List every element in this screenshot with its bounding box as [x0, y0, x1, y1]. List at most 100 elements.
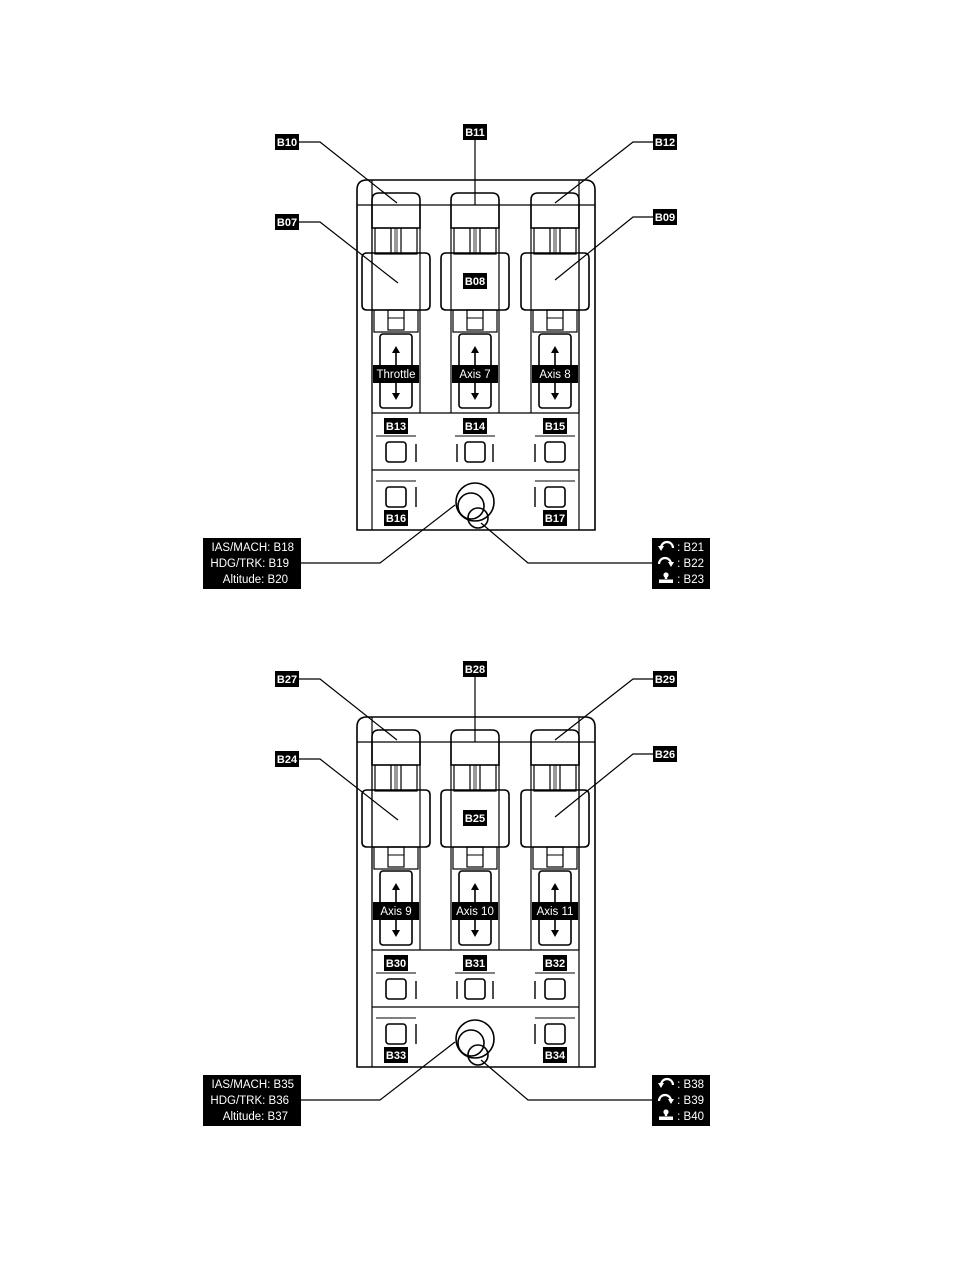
push-button	[544, 441, 566, 463]
axis-label-text: Axis 10	[456, 906, 494, 918]
box-line: : B21	[677, 542, 704, 554]
tag-box	[653, 671, 677, 687]
button-tag: B33	[384, 1047, 408, 1063]
tag-label: B11	[465, 127, 485, 139]
rotate-cw-icon	[657, 1093, 674, 1104]
lever-3: Axis 8	[520, 192, 590, 413]
tag-box	[275, 214, 299, 230]
axis-label: Axis 9	[373, 902, 419, 920]
button-tag: B32	[543, 955, 567, 971]
leader-line	[299, 221, 399, 284]
button-tag: B10	[275, 134, 299, 150]
button-tag: B31	[463, 955, 487, 971]
lever-handle	[440, 789, 510, 848]
button-row2-1: B16	[376, 480, 417, 526]
lever-2: Axis 10	[440, 729, 510, 950]
push-button	[385, 1023, 407, 1045]
tag-box	[384, 510, 408, 526]
leader-line	[554, 141, 653, 204]
tag-label: B33	[386, 1050, 406, 1062]
button-tag: B26	[653, 746, 677, 762]
button-row2-2: B34	[534, 1017, 575, 1063]
button-tag: B30	[384, 955, 408, 971]
tag-label: B29	[655, 674, 675, 686]
leader-line	[299, 758, 399, 821]
leader-line	[299, 678, 398, 741]
leader-line	[554, 216, 653, 281]
button-row2-1: B33	[376, 1017, 417, 1063]
lever-top-cap	[371, 729, 421, 766]
axis-label: Axis 10	[452, 902, 498, 920]
button-tag: B14	[463, 418, 487, 434]
box-line: Altitude: B37	[223, 1111, 288, 1123]
knob-action-box: : B21: B22: B23	[652, 538, 710, 589]
axis-label: Axis 8	[532, 365, 578, 383]
tag-box	[653, 209, 677, 225]
tag-label: B27	[277, 674, 297, 686]
tag-label: B13	[386, 421, 406, 433]
box-line: IAS/MACH: B18	[212, 542, 294, 554]
leader-line	[480, 1059, 652, 1101]
push-button	[464, 441, 486, 463]
leader-line	[480, 522, 652, 564]
leader-line	[301, 1041, 456, 1101]
axis-label-text: Throttle	[377, 369, 416, 381]
button-tag: B12	[653, 134, 677, 150]
tag-box	[384, 1047, 408, 1063]
tag-box	[463, 418, 487, 434]
tag-label: B32	[545, 958, 565, 970]
tag-label: B26	[655, 749, 675, 761]
axis-label: Throttle	[373, 365, 419, 383]
lever-handle	[361, 789, 431, 848]
box-line: : B39	[677, 1095, 704, 1107]
box-line: : B40	[677, 1111, 704, 1123]
tag-box	[543, 510, 567, 526]
tag-label: B30	[386, 958, 406, 970]
lever-1: Axis 9	[361, 729, 431, 950]
axis-label-text: Axis 11	[537, 906, 574, 918]
knob-action-box: : B38: B39: B40	[652, 1075, 710, 1126]
button-tag: B17	[543, 510, 567, 526]
leader-line	[554, 753, 653, 818]
lever-handle	[520, 252, 590, 311]
tag-box	[275, 134, 299, 150]
box-line: HDG/TRK: B19	[210, 558, 289, 570]
tag-box	[275, 751, 299, 767]
box-line: HDG/TRK: B36	[210, 1095, 289, 1107]
button-tag: B27	[275, 671, 299, 687]
axis-label-text: Axis 7	[459, 369, 490, 381]
lever-top-cap	[450, 729, 500, 766]
tag-box	[384, 418, 408, 434]
tag-label: B24	[277, 754, 298, 766]
tag-label: B12	[655, 137, 675, 149]
button-row1-1: B13	[376, 418, 417, 463]
tag-label: B09	[655, 212, 675, 224]
push-down-icon	[659, 1109, 673, 1120]
button-tag: B11	[463, 124, 487, 140]
box-line: Altitude: B20	[223, 574, 288, 586]
button-tag: B25	[463, 810, 487, 826]
rotary-knob	[455, 482, 495, 529]
button-row1-2: B14	[455, 418, 495, 463]
push-down-icon	[659, 572, 673, 583]
axis-label: Axis 11	[532, 902, 578, 920]
tag-label: B08	[465, 276, 485, 288]
push-button	[544, 486, 566, 508]
button-tag: B07	[275, 214, 299, 230]
tag-box	[653, 746, 677, 762]
rotary-knob	[455, 1019, 495, 1066]
tag-box	[384, 955, 408, 971]
lever-1: Throttle	[361, 192, 431, 413]
push-button	[544, 978, 566, 1000]
tag-box	[463, 955, 487, 971]
lever-top-cap	[530, 729, 580, 766]
lever-top-cap	[530, 192, 580, 229]
axis-label-text: Axis 9	[380, 906, 411, 918]
tag-box	[463, 661, 487, 677]
button-row2-2: B17	[534, 480, 575, 526]
tag-label: B07	[277, 217, 297, 229]
